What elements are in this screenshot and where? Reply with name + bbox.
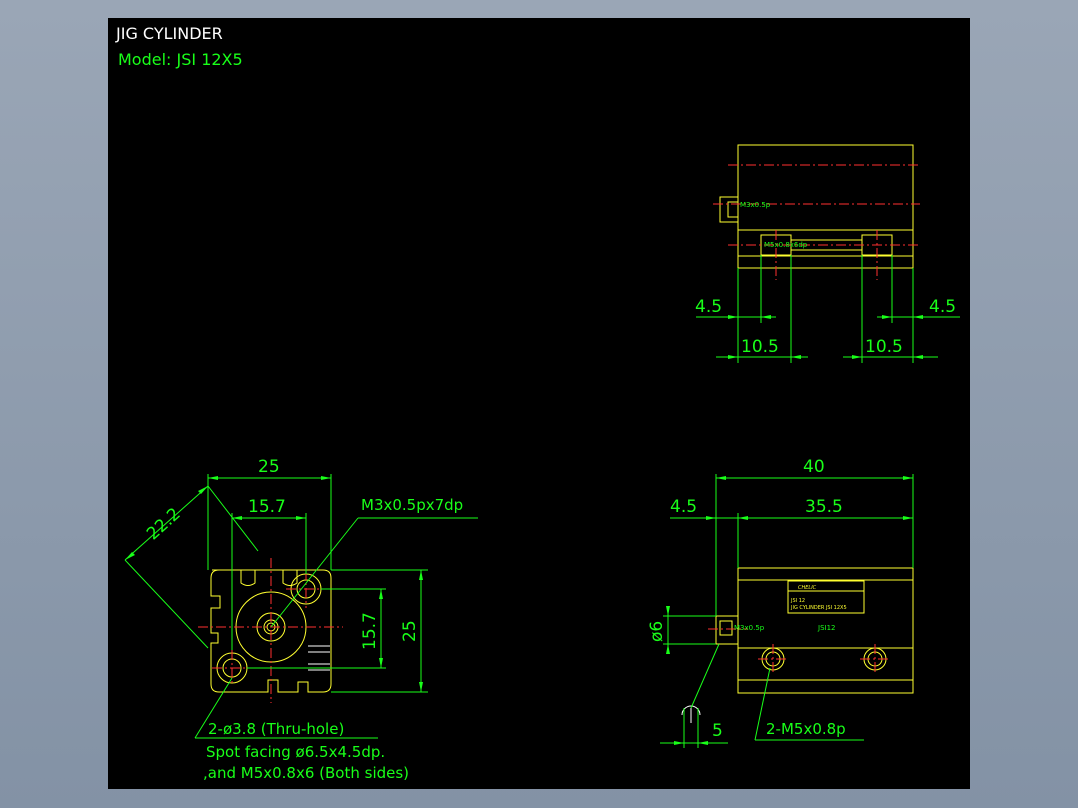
drawing-viewport[interactable]: JIG CYLINDER Model: JSI 12X5 M3x0.5p M5x… (108, 18, 970, 789)
top-view-dim-right-large: 10.5 (865, 337, 903, 357)
top-view-port-lower: M5x0.8x6dp (764, 241, 808, 249)
side-view-dim-diameter: ø6 (647, 621, 667, 642)
top-view-dim-left-large: 10.5 (741, 337, 779, 357)
front-view-dim-height: 25 (400, 620, 420, 642)
side-view-dim-left: 4.5 (670, 497, 697, 517)
side-view-dim-total: 40 (803, 457, 825, 477)
front-view: 25 15.7 22.2 25 15.7 M3x0.5px7dp (124, 457, 478, 782)
side-view-dim-bottom: 5 (712, 721, 723, 741)
cad-drawing: JIG CYLINDER Model: JSI 12X5 M3x0.5p M5x… (115, 24, 960, 782)
top-view: M3x0.5p M5x0.8x6dp 4.5 4.5 10.5 10.5 (695, 144, 960, 363)
side-view-plate-line1: JSI 12 (790, 598, 805, 604)
front-view-note-both-sides: ,and M5x0.8x6 (Both sides) (203, 764, 409, 782)
front-view-dim-width: 25 (258, 457, 280, 477)
top-view-port-boss (719, 196, 739, 223)
side-view-port-label: M3x0.5p (734, 624, 765, 632)
front-view-dim-height-inner: 15.7 (360, 612, 380, 650)
top-view-port-inner (727, 201, 739, 218)
front-view-profile (210, 569, 332, 693)
side-view-callout-holes: 2-M5x0.8p (766, 720, 846, 738)
side-view-model-label: JSI12 (817, 624, 835, 632)
side-view-port-boss (715, 615, 739, 645)
side-view-plate-line2: JIG CYLINDER JSI 12X5 (790, 605, 847, 611)
front-view-note-thru-hole: 2-ø3.8 (Thru-hole) (208, 720, 344, 738)
side-view: CHELIC JSI 12 JIG CYLINDER JSI 12X5 M3x0… (647, 457, 914, 748)
front-view-dim-inner: 15.7 (248, 497, 286, 517)
model-label: Model: JSI 12X5 (118, 50, 243, 69)
side-view-dim-body: 35.5 (805, 497, 843, 517)
top-view-dim-left-small: 4.5 (695, 297, 722, 317)
front-view-callout-port: M3x0.5px7dp (361, 496, 463, 514)
drawing-title: JIG CYLINDER (115, 24, 223, 43)
side-view-bend-symbol (681, 705, 701, 716)
top-view-dim-right-small: 4.5 (929, 297, 956, 317)
side-view-brand-label: CHELIC (798, 585, 817, 591)
front-view-note-spot-facing: Spot facing ø6.5x4.5dp. (206, 743, 385, 761)
side-view-brand-plate (787, 580, 865, 614)
top-view-port-upper: M3x0.5p (740, 201, 771, 209)
